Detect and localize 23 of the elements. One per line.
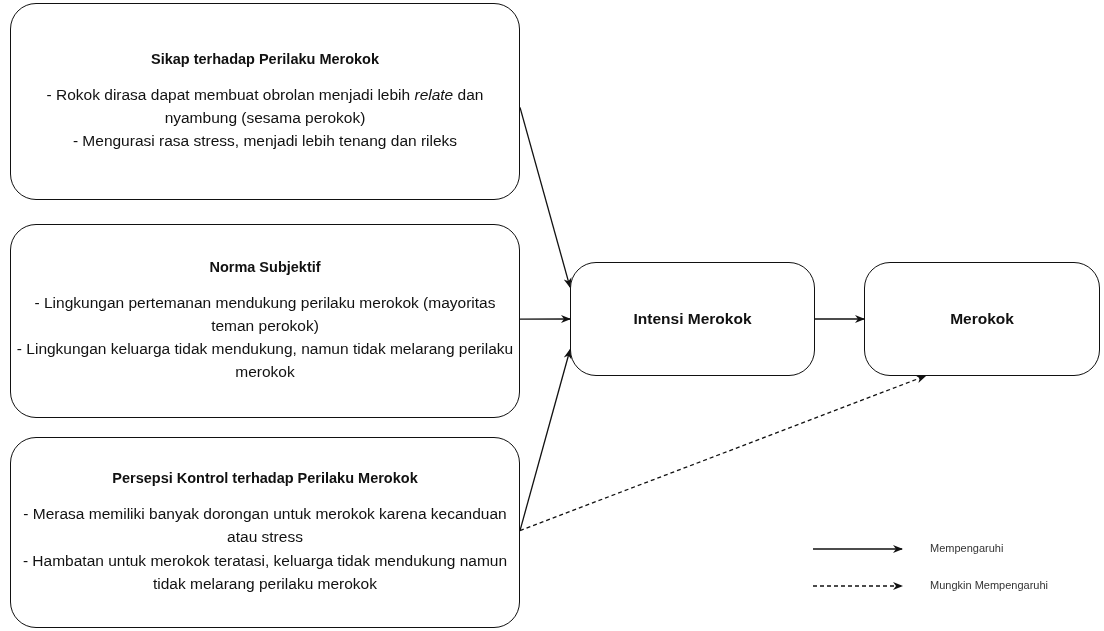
arrow — [814, 315, 865, 323]
box-heading: Intensi Merokok — [633, 310, 752, 328]
factor-box — [10, 3, 520, 200]
process-box — [570, 262, 815, 376]
bullet-text: - Lingkungan keluarga tidak mendukung, namun tidak melarang perilaku merokok — [15, 339, 515, 383]
arrow — [519, 348, 572, 532]
bullet-text: - Lingkungan pertemanan mendukung perilaku merokok (mayoritas teman perokok) — [33, 292, 497, 336]
arrow — [519, 106, 572, 289]
box-heading: Merokok — [950, 310, 1014, 328]
box-heading: Sikap terhadap Perilaku Merokok — [150, 50, 380, 67]
arrow — [519, 375, 927, 532]
factor-box — [10, 437, 520, 628]
arrow — [519, 315, 571, 323]
box-heading: Persepsi Kontrol terhadap Perilaku Merokok — [112, 470, 418, 486]
bullet-text: - Merasa memiliki banyak dorongan untuk merokok karena kecanduan atau stress — [22, 504, 508, 548]
legend-text: Mempengaruhi — [930, 542, 1004, 554]
bullet-text: - Rokok dirasa dapat membuat obrolan menjadi lebih relate dan nyambung (sesama perokok) — [45, 84, 485, 128]
process-box — [864, 262, 1100, 376]
bullet-text: - Mengurasi rasa stress, menjadi lebih tenang dan rileks — [72, 131, 458, 152]
legend-text: Mungkin Mempengaruhi — [930, 579, 1048, 591]
box-heading: Norma Subjektif — [209, 258, 321, 275]
bullet-text: - Hambatan untuk merokok teratasi, keluarga tidak mendukung namun tidak melarang perilaku merokok — [21, 550, 509, 594]
factor-box — [10, 224, 520, 418]
